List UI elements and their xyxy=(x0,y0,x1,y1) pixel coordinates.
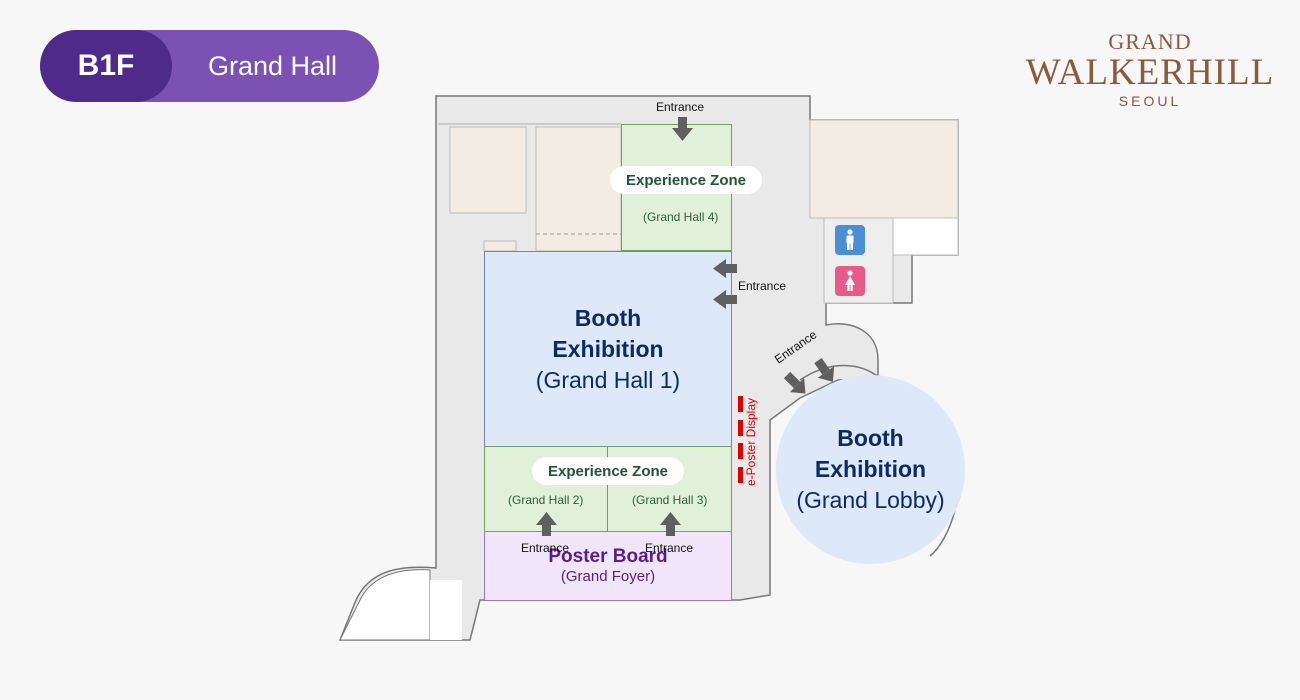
hall-label: Grand Hall xyxy=(208,50,338,81)
booth-hall-1-title-2: Exhibition xyxy=(552,335,664,362)
arrow-icon xyxy=(814,357,835,382)
experience-zone-hall-4-title: Experience Zone xyxy=(610,166,762,194)
poster-board-grand-foyer[interactable]: Poster Board (Grand Foyer) xyxy=(484,531,732,601)
experience-zone-bottom-title: Experience Zone xyxy=(532,457,684,485)
entrance-label-top: Entrance xyxy=(656,100,705,114)
arrow-icon xyxy=(713,259,737,278)
arrow-icon xyxy=(672,117,693,141)
grand-hall-2-label: (Grand Hall 2) xyxy=(508,493,584,507)
entrance-label-right: Entrance xyxy=(738,279,787,293)
booth-hall-1-subtitle: (Grand Hall 1) xyxy=(535,366,681,393)
hall-divider xyxy=(607,446,608,532)
arrow-icon xyxy=(783,371,806,394)
booth-exhibition-grand-lobby[interactable]: Booth Exhibition (Grand Lobby) xyxy=(776,375,965,564)
entrance-label-hall-2: Entrance xyxy=(521,541,570,555)
eposter-display-label: e-Poster Display xyxy=(744,397,758,487)
poster-title: Poster Board xyxy=(548,546,668,567)
booth-hall-1-title-1: Booth xyxy=(574,304,642,331)
booth-exhibition-hall-1[interactable]: Booth Exhibition (Grand Hall 1) xyxy=(484,251,732,447)
logo-line-3: SEOUL xyxy=(1118,93,1182,109)
entrance-label-hall-3: Entrance xyxy=(645,541,694,555)
grand-hall-3-label: (Grand Hall 3) xyxy=(632,493,708,507)
arrow-icon xyxy=(660,512,681,536)
booth-lobby-subtitle: (Grand Lobby) xyxy=(796,487,945,513)
logo-line-2: WALKERHILL xyxy=(1025,52,1275,93)
arrow-icon xyxy=(713,290,737,309)
floor-label: B1F xyxy=(40,30,172,102)
female-restroom-icon xyxy=(835,266,865,296)
grand-hall-4-label: (Grand Hall 4) xyxy=(643,210,719,224)
booth-lobby-title-2: Exhibition xyxy=(814,456,927,482)
male-restroom-icon xyxy=(835,225,865,255)
floor-hall-badge: B1F Grand Hall xyxy=(40,30,379,102)
logo-line-1: GRAND xyxy=(1108,29,1192,54)
walkerhill-logo: GRAND WALKERHILL SEOUL xyxy=(1010,30,1290,110)
poster-subtitle: (Grand Foyer) xyxy=(560,568,656,585)
booth-lobby-title-1: Booth xyxy=(837,425,904,451)
arrow-icon xyxy=(536,512,557,536)
